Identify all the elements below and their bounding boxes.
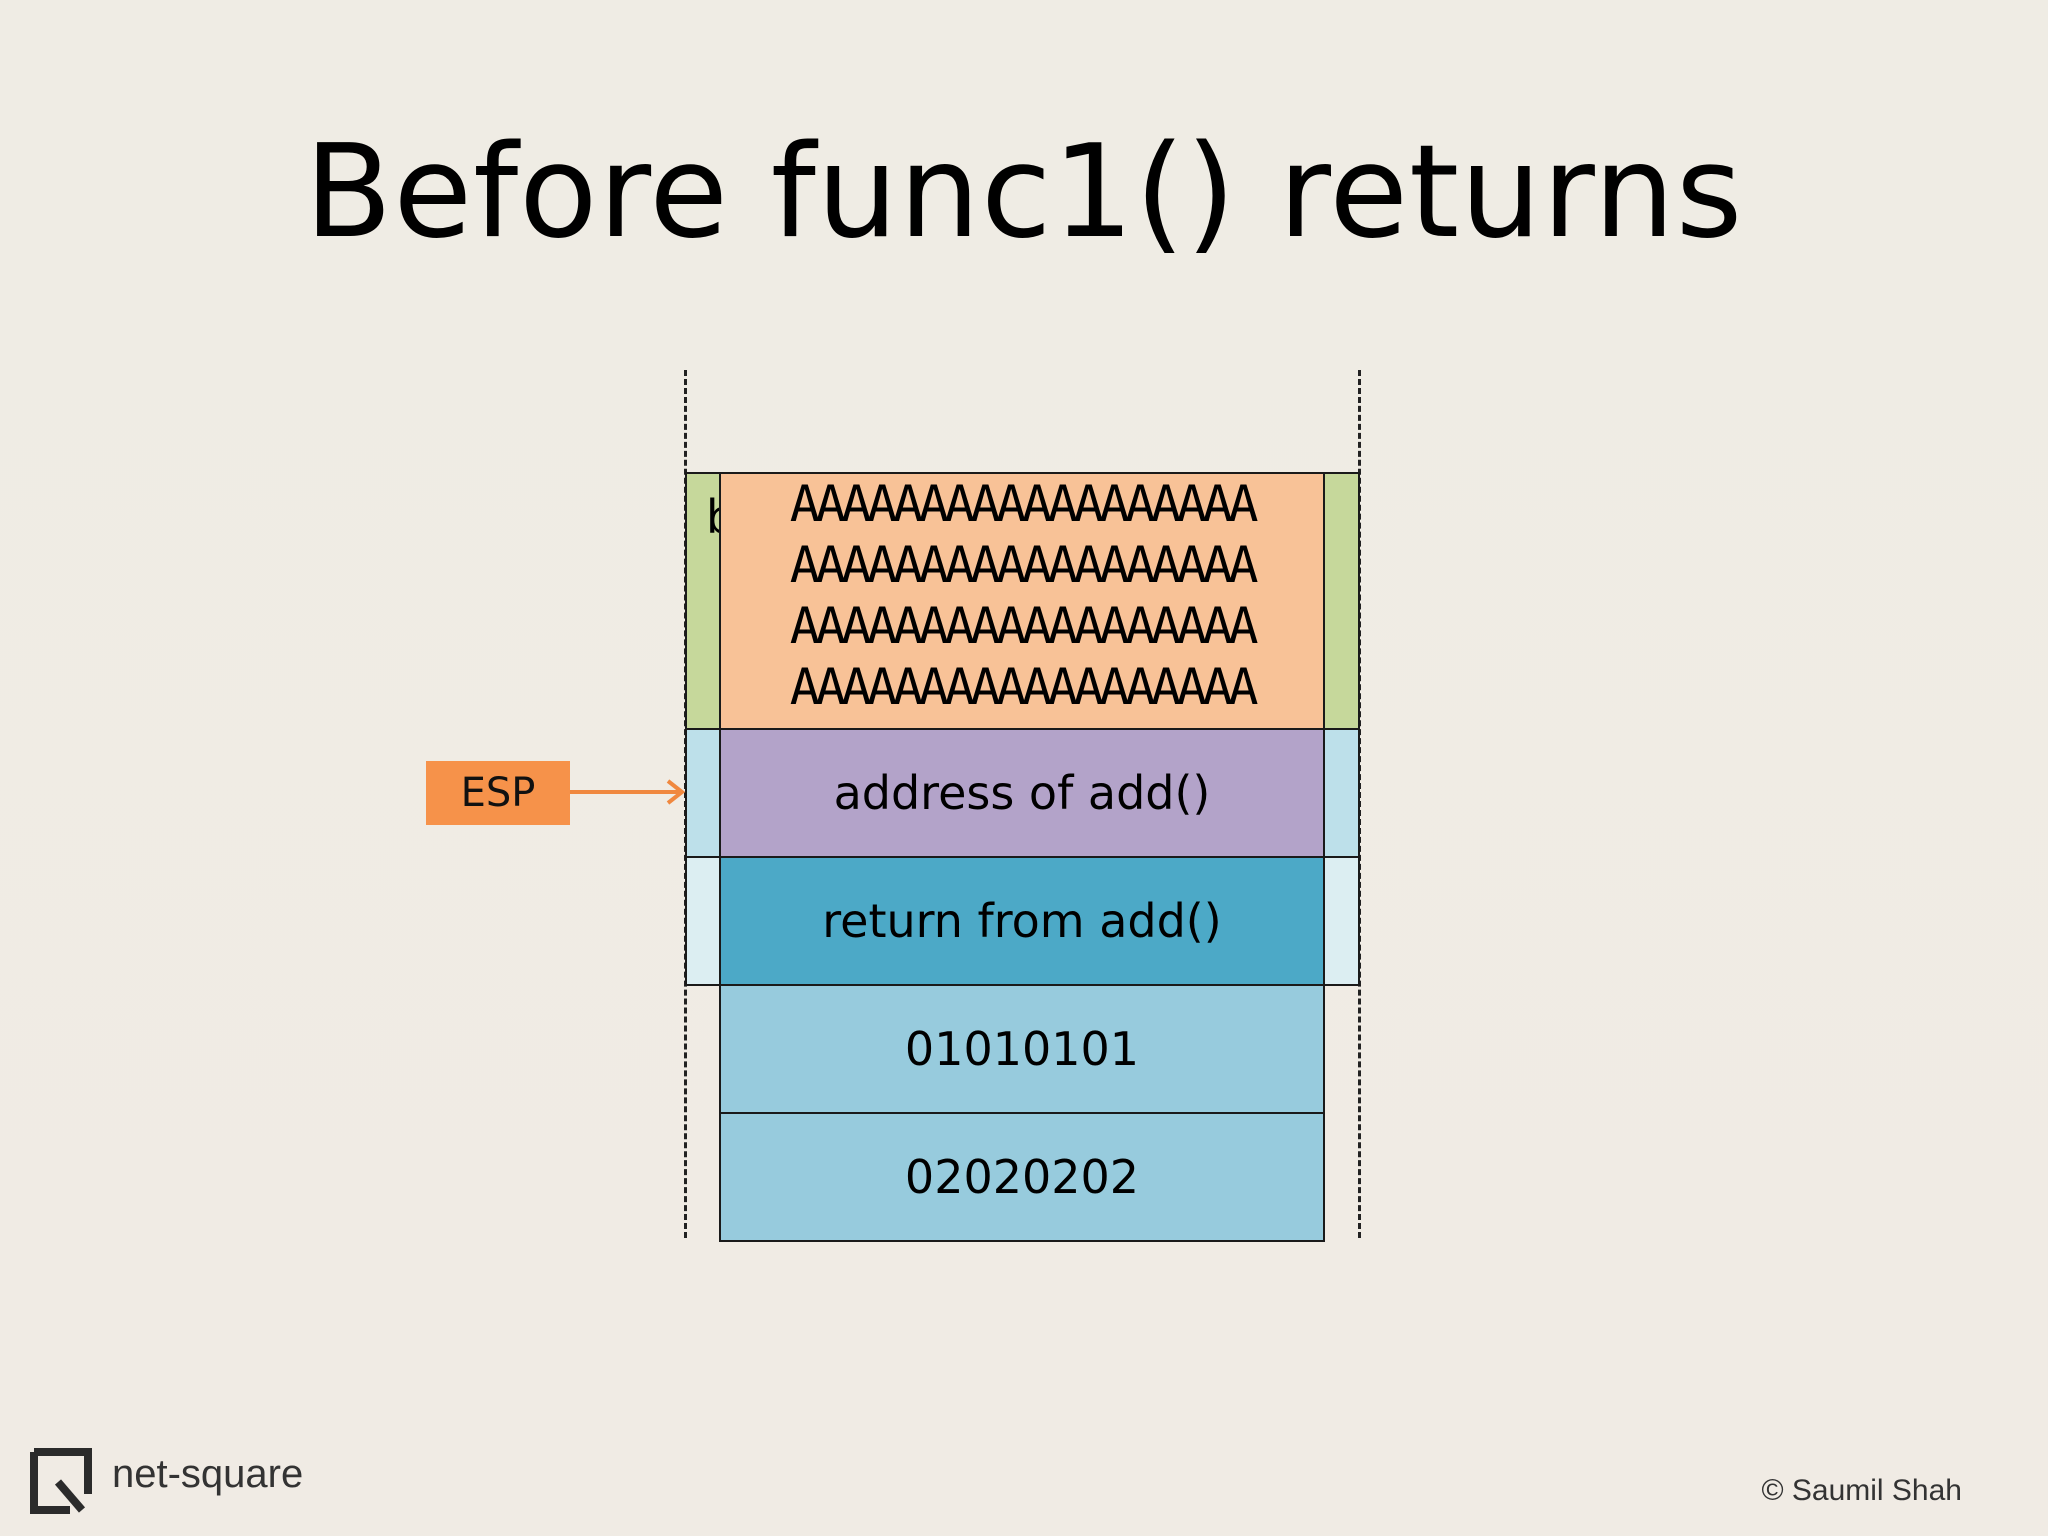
overflow-line: AAAAAAAAAAAAAAAAAA [789,597,1259,655]
stack-cell-label: return from add() [822,894,1222,948]
footer-brand: net-square [112,1452,304,1496]
buffer-overflow-fill: AAAAAAAAAAAAAAAAAA AAAAAAAAAAAAAAAAAA AA… [719,472,1325,730]
buffer-hidden-label: b [706,494,722,540]
stack-cell-label: 02020202 [904,1150,1140,1204]
overflow-line: AAAAAAAAAAAAAAAAAA [789,536,1259,594]
net-square-logo-icon [30,1448,92,1514]
stack-cell-return-from-add: return from add() [719,856,1325,986]
stack-cell-label: address of add() [833,766,1211,820]
esp-label-box: ESP [426,761,570,825]
stack-cell-param-2: 02020202 [719,1112,1325,1242]
esp-label: ESP [460,770,536,816]
esp-arrow [570,779,686,805]
stack-cell-label: 01010101 [904,1022,1140,1076]
stack-cell-address-of-add: address of add() [719,728,1325,858]
overflow-line: AAAAAAAAAAAAAAAAAA [789,475,1259,533]
stack-cell-param-1: 01010101 [719,984,1325,1114]
slide-title: Before func1() returns [304,118,1744,267]
overflow-line: AAAAAAAAAAAAAAAAAA [789,658,1259,716]
footer-copyright: © Saumil Shah [1761,1474,1962,1507]
